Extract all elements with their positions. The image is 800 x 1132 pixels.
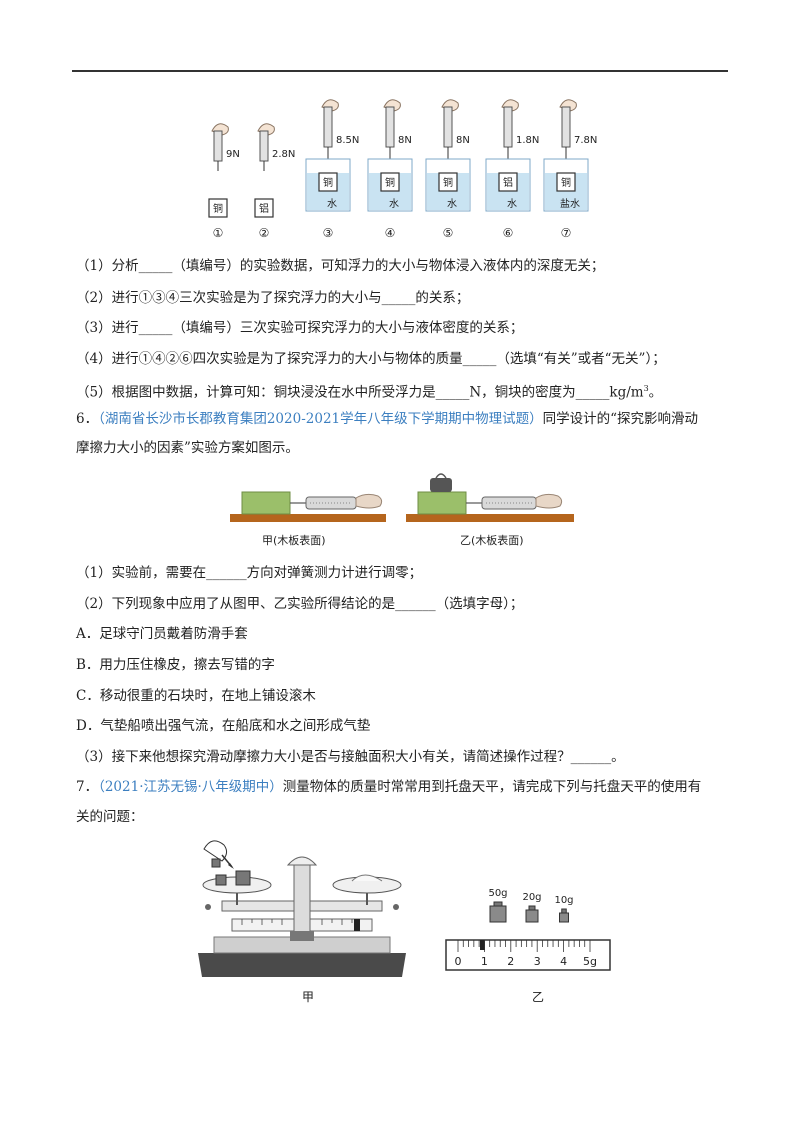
hand-with-tweezers [203,840,228,862]
block-a [241,491,291,515]
q6-stem: 6．（湖南省长沙市长郡教育集团2020-2021学年八年级下学期期中物理试题）同… [76,409,698,429]
block-label: 铜 [323,177,333,189]
q5-part5: （5）根据图中数据，计算可知：铜块浸没在水中所受浮力是_____N，铜块的密度为… [76,379,662,403]
experiment-number: ② [259,226,270,240]
q6-option-d: D．气垫船喷出强气流，在船底和水之间形成气垫 [76,718,371,734]
metal-block [208,198,228,218]
q6-number: 6． [76,411,99,427]
spring-scale [503,106,513,148]
spring-scale [323,106,333,148]
scale-reading: 7.8N [574,135,597,146]
experiment-number: ① [213,226,224,240]
experiment-number: ⑦ [561,226,572,240]
spring-scale [213,130,223,162]
rider-marker [480,940,485,950]
block-label: 铝 [259,203,269,215]
ruler-label: 1 [481,955,488,968]
q5-part4: （4）进行①④②⑥四次实验是为了探究浮力的大小与物体的质量_____（选填“有关… [76,351,666,367]
scale-reading: 9N [226,149,240,160]
hand-b [535,493,563,509]
q6-stem-text: 同学设计的“探究影响滑动 [542,411,699,427]
ruler-label: 3 [534,955,541,968]
q7-stem: 7．（2021·江苏无锡·八年级期中）测量物体的质量时常常用到托盘天平，请完成下… [76,777,701,797]
metal-block [254,198,274,218]
weight-icon [525,909,539,923]
wood-board-a [230,514,386,522]
spring-scale [443,106,453,148]
scale-reading: 8N [398,135,412,146]
q7-stem-text: 测量物体的质量时常常用到托盘天平，请完成下列与托盘天平的使用有 [282,779,702,795]
block-label: 铜 [213,203,223,215]
weight-icon [559,912,569,923]
q6-source: （湖南省长沙市长郡教育集团2020-2021学年八年级下学期期中物理试题） [98,411,543,427]
weight-on-block [430,478,452,492]
spring-scale [259,130,269,162]
q5-part1: （1）分析_____（填编号）的实验数据，可知浮力的大小与物体浸入液体内的深度无… [76,258,605,274]
weight-label: 10g [554,895,573,906]
q5-part5-sup: 3 [643,384,649,393]
metal-block [380,172,400,192]
scale-reading: 8.5N [336,135,359,146]
liquid-label: 水 [389,198,399,210]
q5-part2: （2）进行①③④三次实验是为了探究浮力的大小与_____的关系； [76,290,470,306]
block-label: 铜 [385,177,395,189]
q7-source: （2021·江苏无锡·八年级期中） [98,779,283,795]
scale-reading: 8N [456,135,470,146]
balance-caption-a: 甲 [302,990,315,1004]
experiment-number: ⑤ [443,226,454,240]
q6-option-c: C．移动很重的石块时，在地上铺设滚木 [76,688,316,704]
balance-figure [198,840,406,977]
metal-block [498,172,518,192]
block-label: 铜 [443,177,453,189]
liquid-label: 水 [327,198,337,210]
q6-stem-cont: 摩擦力大小的因素”实验方案如图示。 [76,440,299,456]
beam-scale-ruler [445,939,611,971]
block-label: 铜 [561,177,571,189]
header-rule [72,70,728,72]
metal-block [318,172,338,192]
weight-label: 50g [488,888,507,899]
experiment-number: ④ [385,226,396,240]
weight-icon [489,905,507,923]
liquid-label: 水 [507,198,517,210]
friction-caption-b: 乙(木板表面) [460,534,524,547]
friction-caption-a: 甲(木板表面) [262,534,326,547]
buoyancy-figure: 9N铜①2.8N铝②8.5N水铜③8N水铜④8N水铜⑤1.8N水铝⑥7.8N盐水… [208,99,597,240]
q5-part5-end: 。 [648,384,663,401]
weight-label: 20g [522,892,541,903]
spring-scale [561,106,571,148]
metal-block [438,172,458,192]
spring-scale-b [481,496,537,510]
q6-option-a: A．足球守门员戴着防滑手套 [76,626,248,642]
q5-part3: （3）进行_____（填编号）三次实验可探究浮力的大小与液体密度的关系； [76,320,524,336]
balance-caption-b: 乙 [532,990,545,1004]
scale-reading: 1.8N [516,135,539,146]
liquid-label: 盐水 [560,197,580,210]
weights-figure: 50g 20g 10g 0 1 2 3 4 5g [445,888,611,971]
wood-board-b [406,514,574,522]
metal-block [556,172,576,192]
ruler-label: 0 [455,955,462,968]
block-label: 铝 [503,177,513,189]
ruler-label: 4 [560,955,567,968]
q7-number: 7． [76,779,99,795]
spring-scale [385,106,395,148]
balance-base [198,953,406,977]
q6-option-b: B．用力压住橡皮，擦去写错的字 [76,657,275,673]
ruler-label: 2 [507,955,514,968]
friction-figure [230,473,574,522]
experiment-number: ⑥ [503,226,514,240]
experiment-number: ③ [323,226,334,240]
hand-a [355,493,383,509]
q7-stem-cont: 关的问题： [76,809,144,825]
block-b [417,491,467,515]
q6-part2: （2）下列现象中应用了从图甲、乙实验所得结论的是______（选填字母）； [76,596,524,612]
scale-reading: 2.8N [272,149,295,160]
liquid-label: 水 [447,198,457,210]
balance-pointer-column [293,864,311,938]
q5-part5-text: （5）根据图中数据，计算可知：铜块浸没在水中所受浮力是_____N，铜块的密度为… [76,384,644,401]
ruler-label: 5g [583,955,597,968]
q6-part1: （1）实验前，需要在______方向对弹簧测力计进行调零； [76,565,423,581]
q6-part3: （3）接下来他想探究滑动摩擦力大小是否与接触面积大小有关，请简述操作过程？___… [76,749,625,765]
